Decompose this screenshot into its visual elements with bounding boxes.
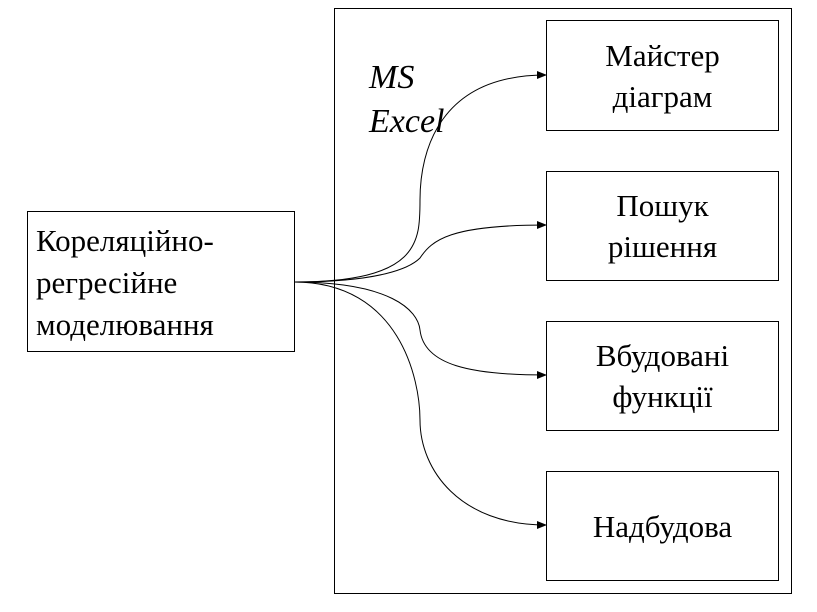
builtin-functions-line-1: Вбудовані bbox=[595, 338, 730, 373]
ms-excel-label-line2: Excel bbox=[369, 103, 445, 140]
arrow-to-builtin-functions bbox=[293, 281, 547, 379]
ms-excel-label: MS Excel bbox=[369, 56, 445, 144]
builtin-functions-box: Вбудовані функції bbox=[546, 321, 779, 431]
arrow-to-addin bbox=[293, 281, 547, 529]
source-line-3: моделювання bbox=[36, 307, 214, 342]
arrow-to-chart-wizard bbox=[293, 71, 547, 283]
addin-line-1: Надбудова bbox=[592, 508, 733, 544]
chart-wizard-line-2: діаграм bbox=[612, 78, 713, 114]
source-line-2: регресійне bbox=[36, 265, 178, 300]
ms-excel-container bbox=[334, 8, 792, 594]
arrow-to-solver bbox=[293, 221, 547, 283]
chart-wizard-line-1: Майстер bbox=[605, 37, 720, 73]
solver-box: Пошук рішення bbox=[546, 171, 779, 281]
source-box: Кореляційно- регресійне моделювання bbox=[27, 211, 295, 352]
builtin-functions-line-2: функції bbox=[612, 379, 713, 414]
addin-box: Надбудова bbox=[546, 471, 779, 581]
solver-line-1: Пошук bbox=[616, 188, 709, 223]
chart-wizard-box: Майстер діаграм bbox=[546, 20, 779, 131]
solver-line-2: рішення bbox=[607, 229, 718, 264]
ms-excel-label-line1: MS bbox=[369, 59, 415, 96]
source-line-1: Кореляційно- bbox=[36, 223, 214, 258]
